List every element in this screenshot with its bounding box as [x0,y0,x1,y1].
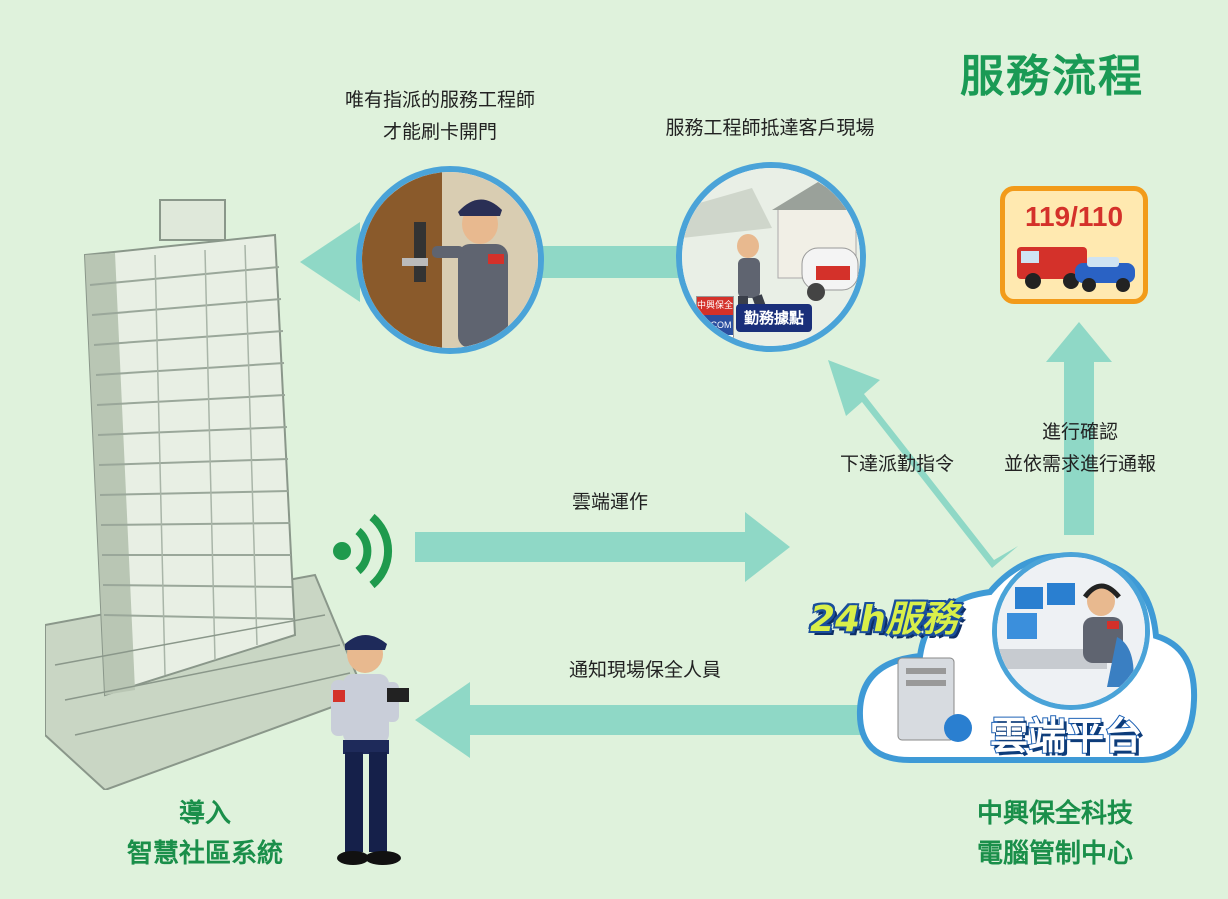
dispatch-caption: 下達派勤指令 [839,453,954,475]
dispatch-point-label: 勤務據點 [744,309,805,327]
control-center-line1: 中興保全科技 [976,799,1133,829]
brand-en: SECOM [697,315,733,335]
smart-community-line1: 導入 [178,799,231,829]
guard-illustration [331,635,409,865]
cloud-operation-caption: 雲端運作 [571,491,648,513]
confirm-caption-line1: 進行確認 [1041,421,1118,443]
card-access-illustration [362,172,538,348]
brand-logo: 中興保全 SECOM [696,296,734,338]
control-center-label: 中興保全科技 電腦管制中心 [935,794,1175,874]
card-access-caption-line2: 才能刷卡開門 [382,121,497,143]
card-access-caption-line1: 唯有指派的服務工程師 [344,89,535,111]
control-center-circle [992,552,1150,710]
arrow-cloud-operation [415,512,790,582]
cloud-platform-label: 雲端平台 [989,713,1143,759]
building-illustration [45,199,365,790]
service-24h-badge: 24h服務 [810,599,958,640]
engineer-arrival-circle: 中興保全 SECOM 勤務據點 [676,162,866,352]
engineer-arrive-caption: 服務工程師抵達客戶現場 [665,117,875,139]
card-access-caption: 唯有指派的服務工程師 才能刷卡開門 [300,84,580,148]
confirm-caption: 進行確認 並依需求進行通報 [970,416,1190,480]
arrow-confirm [1046,322,1112,535]
smart-community-label: 導入 智慧社區系統 [100,794,310,874]
card-access-circle [356,166,544,354]
arrow-dispatch [828,360,1018,568]
page-title: 服務流程 [960,51,1144,102]
brand-cn: 中興保全 [697,297,733,315]
notify-guard-caption: 通知現場保全人員 [568,659,721,681]
emergency-badge: 119/110 [1000,186,1148,304]
control-center-line2: 電腦管制中心 [976,839,1133,869]
arrow-notify-guard [415,682,870,758]
control-center-illustration [997,557,1145,705]
smart-community-line2: 智慧社區系統 [126,839,283,869]
confirm-caption-line2: 並依需求進行通報 [1003,453,1156,475]
emergency-number: 119/110 [1024,201,1124,232]
dispatch-point-sign: 勤務據點 [736,304,813,332]
fire-truck-police-car-icon [1017,247,1135,292]
wifi-signal-icon [333,513,392,589]
